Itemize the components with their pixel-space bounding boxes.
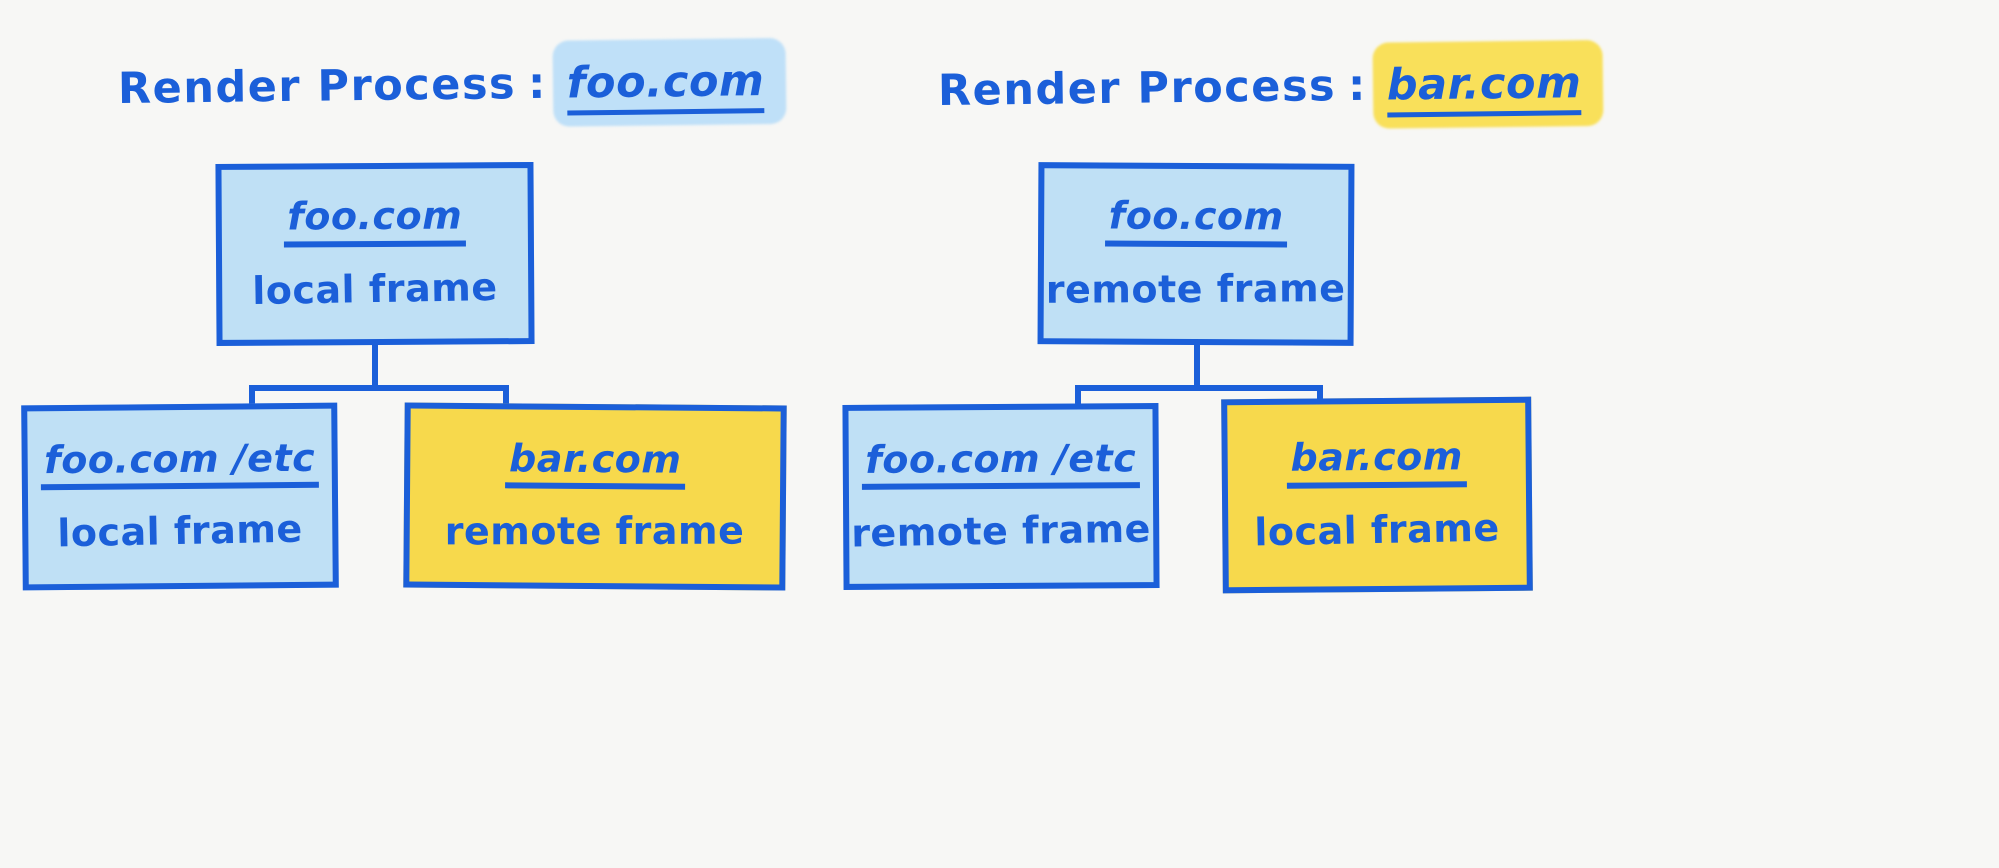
- connector-drop-left: [1075, 385, 1081, 407]
- title-process-highlight: bar.com: [1372, 39, 1604, 129]
- frame-url: foo.com: [1104, 194, 1288, 248]
- frame-node-child-2[interactable]: bar.com remote frame: [403, 402, 787, 591]
- connector-stem: [1194, 345, 1200, 389]
- title-process-name: foo.com: [566, 56, 765, 116]
- title-label: Render Process: [937, 61, 1337, 117]
- frame-node-child-1[interactable]: foo.com /etc local frame: [21, 402, 339, 591]
- frame-kind: remote frame: [1045, 266, 1346, 312]
- frame-node-child-2[interactable]: bar.com local frame: [1221, 396, 1533, 594]
- diagram-title-bar: Render Process : bar.com: [937, 39, 1604, 129]
- diagram-title-foo: Render Process : foo.com: [117, 37, 787, 127]
- connector-stem: [372, 345, 378, 389]
- connector-bar: [1075, 385, 1323, 391]
- connector-drop-right: [503, 385, 509, 407]
- frame-url: foo.com /etc: [40, 435, 320, 491]
- frame-kind: remote frame: [444, 509, 745, 554]
- frame-node-root[interactable]: foo.com local frame: [215, 162, 535, 346]
- frame-url: bar.com: [504, 436, 686, 491]
- frame-url: foo.com /etc: [861, 436, 1141, 491]
- title-separator: :: [527, 58, 548, 110]
- connector-bar: [249, 385, 509, 391]
- connector-drop-right: [1317, 385, 1323, 407]
- frame-kind: remote frame: [851, 506, 1152, 556]
- title-separator: :: [1347, 60, 1368, 111]
- connector-drop-left: [249, 385, 255, 407]
- frame-kind: local frame: [252, 264, 499, 313]
- render-process-diagram-bar: Render Process : bar.com foo.com remote …: [842, 0, 1999, 868]
- frame-node-root[interactable]: foo.com remote frame: [1037, 162, 1355, 346]
- render-process-diagram-foo: Render Process : foo.com foo.com local f…: [0, 0, 999, 868]
- title-process-name: bar.com: [1386, 58, 1582, 118]
- frame-kind: local frame: [1254, 505, 1501, 555]
- frame-node-child-1[interactable]: foo.com /etc remote frame: [842, 403, 1160, 590]
- frame-url: foo.com: [283, 194, 467, 248]
- title-process-highlight: foo.com: [552, 37, 787, 127]
- frame-kind: local frame: [57, 507, 304, 556]
- title-label: Render Process: [117, 59, 517, 115]
- frame-url: bar.com: [1286, 434, 1468, 489]
